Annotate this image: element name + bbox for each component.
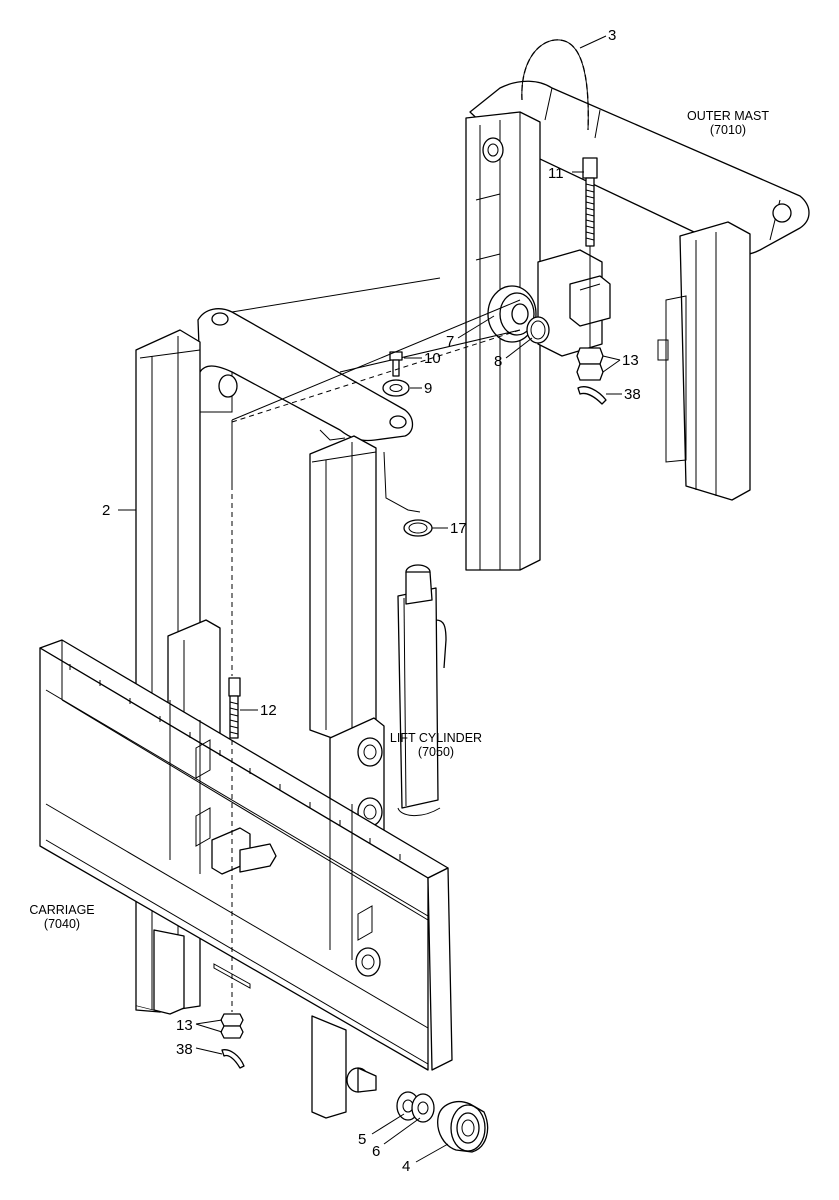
callout-10: 10: [424, 350, 441, 367]
callout-labels: 3 11 7 8 10 9 13 38 2 17 12 13 38 5 6 4: [102, 27, 641, 1175]
lift-cylinder-code: (7050): [418, 745, 454, 759]
outer-mast: [465, 80, 810, 571]
callout-3: 3: [608, 27, 616, 44]
callout-5: 5: [358, 1131, 366, 1148]
callout-12: 12: [260, 702, 277, 719]
chain-sheave: [487, 285, 537, 343]
callout-38-lower: 38: [176, 1041, 193, 1058]
chain-anchor-bolt-lower: [220, 677, 245, 1069]
callout-38-upper: 38: [624, 386, 641, 403]
carriage-code: (7040): [44, 917, 80, 931]
shim-6: [411, 1093, 435, 1123]
outer-mast-name: OUTER MAST: [687, 109, 769, 123]
callout-13-lower: 13: [176, 1017, 193, 1034]
bolt-10: [389, 351, 403, 377]
callout-11: 11: [548, 165, 564, 182]
callout-13-upper: 13: [622, 352, 639, 369]
callout-17: 17: [450, 520, 467, 537]
outer-mast-code: (7010): [710, 123, 746, 137]
callout-7: 7: [446, 333, 454, 350]
leader-lines: [118, 35, 622, 1163]
chain-anchor-bolt-upper: [576, 157, 607, 405]
callout-2: 2: [102, 502, 110, 519]
callout-9: 9: [424, 380, 432, 397]
bearing-4: [437, 1101, 489, 1153]
lift-chain: [521, 39, 589, 131]
assembly-labels: OUTER MAST (7010) LIFT CYLINDER (7050) C…: [29, 109, 769, 931]
callout-4: 4: [402, 1158, 410, 1175]
o-ring-17: [403, 519, 433, 537]
carriage-name: CARRIAGE: [29, 903, 94, 917]
callout-6: 6: [372, 1143, 380, 1160]
carriage: [39, 639, 453, 1093]
washer-9: [382, 379, 410, 397]
snap-ring: [526, 316, 550, 344]
alignment-lines: [231, 299, 521, 1012]
lift-cylinder: [383, 451, 447, 816]
callout-8: 8: [494, 353, 502, 370]
lift-cylinder-name: LIFT CYLINDER: [390, 731, 482, 745]
